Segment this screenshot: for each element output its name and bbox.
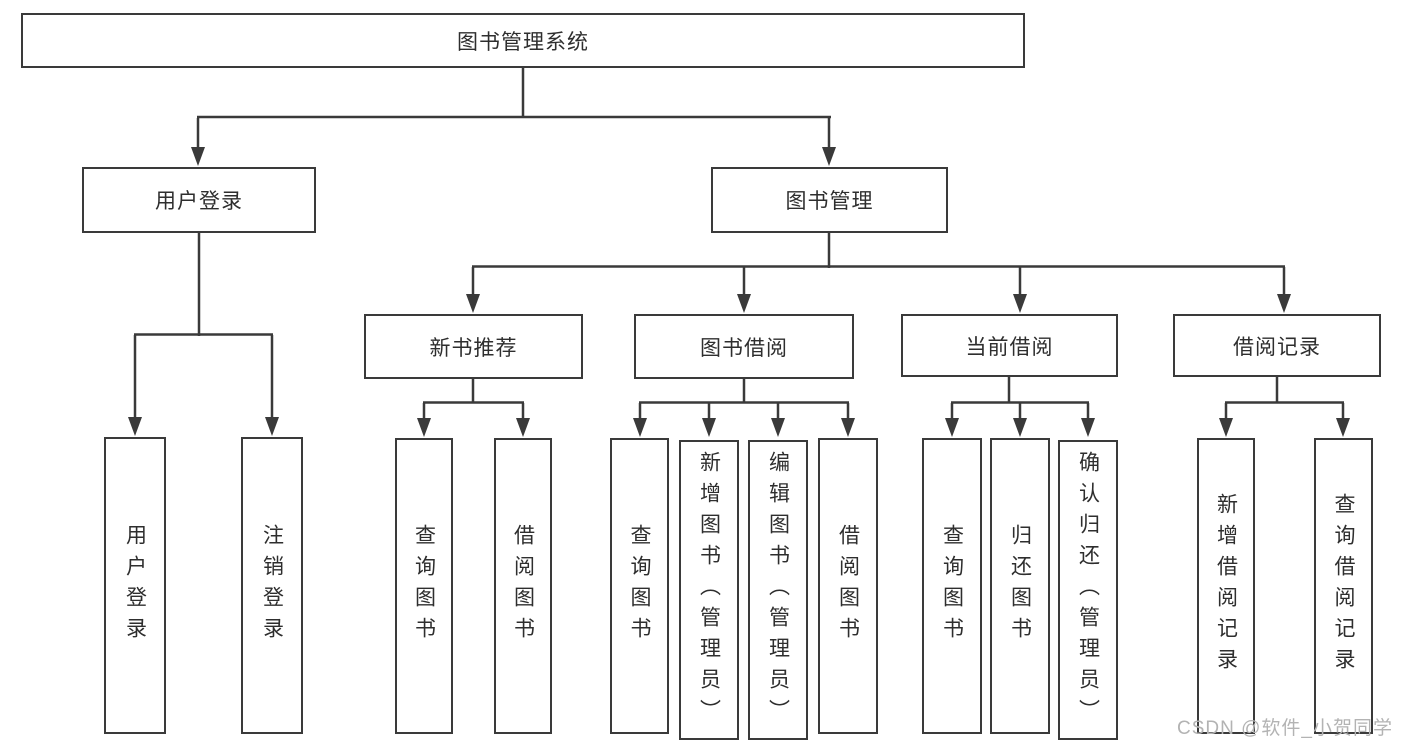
leaf-borrow-edit-books-admin: 编辑图书（管理员） [748,440,808,740]
leaf-current-query-books-label: 查询图书 [940,524,964,648]
node-borrowing-records-label: 借阅记录 [1233,335,1321,359]
leaf-borrow-add-books-admin: 新增图书（管理员） [679,440,739,740]
node-user-login-label: 用户登录 [155,190,243,213]
leaf-newbook-borrow-books-label: 借阅图书 [511,524,535,648]
leaf-logout: 注销登录 [241,437,303,734]
node-current-borrowing: 当前借阅 [901,314,1118,377]
leaf-records-query-record-label: 查询借阅记录 [1332,493,1355,679]
node-borrowing-records: 借阅记录 [1173,314,1381,377]
leaf-current-query-books: 查询图书 [922,438,982,734]
leaf-borrow-query-books-label: 查询图书 [628,524,651,648]
leaf-user-login-label: 用户登录 [123,523,147,648]
leaf-user-login: 用户登录 [104,437,166,734]
node-book-management: 图书管理 [711,167,948,233]
leaf-current-confirm-return-admin-label: 确认归还（管理员） [1076,450,1100,730]
node-root-label: 图书管理系统 [457,30,589,54]
leaf-newbook-borrow-books: 借阅图书 [494,438,552,734]
node-current-borrowing-label: 当前借阅 [965,335,1054,359]
leaf-logout-label: 注销登录 [260,523,284,648]
node-book-borrowing-label: 图书借阅 [700,336,788,360]
leaf-records-add-record: 新增借阅记录 [1197,438,1255,734]
leaf-records-query-record: 查询借阅记录 [1314,438,1373,734]
leaf-current-confirm-return-admin: 确认归还（管理员） [1058,440,1118,740]
node-new-book-recommend-label: 新书推荐 [429,336,518,360]
leaf-records-add-record-label: 新增借阅记录 [1214,493,1238,679]
connector-lines [133,68,1345,426]
leaf-newbook-query-books: 查询图书 [395,438,453,734]
leaf-borrow-add-books-admin-label: 新增图书（管理员） [697,450,721,730]
leaf-borrow-query-books: 查询图书 [610,438,669,734]
leaf-borrow-borrow-books: 借阅图书 [818,438,878,734]
leaf-borrow-edit-books-admin-label: 编辑图书（管理员） [766,450,790,730]
node-book-borrowing: 图书借阅 [634,314,854,379]
leaf-current-return-books-label: 归还图书 [1008,524,1032,648]
leaf-borrow-borrow-books-label: 借阅图书 [836,524,860,648]
node-new-book-recommend: 新书推荐 [364,314,583,379]
node-user-login: 用户登录 [82,167,316,233]
leaf-current-return-books: 归还图书 [990,438,1050,734]
node-book-management-label: 图书管理 [785,190,874,213]
node-root: 图书管理系统 [21,13,1025,68]
csdn-watermark: CSDN @软件_小贺同学 [1177,718,1393,739]
leaf-newbook-query-books-label: 查询图书 [412,524,436,648]
